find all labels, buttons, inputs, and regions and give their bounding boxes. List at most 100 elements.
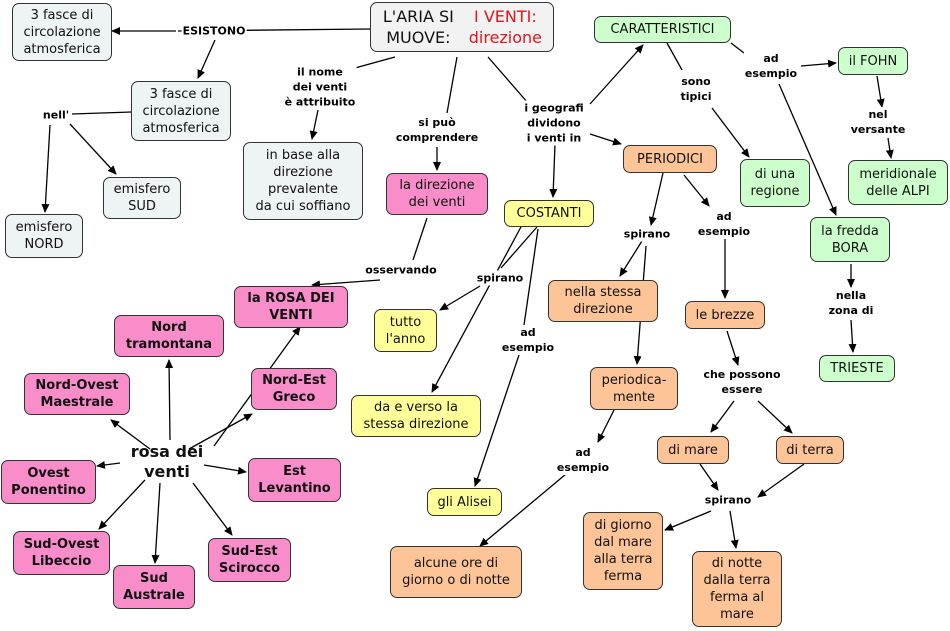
connector-line	[885, 137, 894, 159]
connector-line	[589, 44, 644, 105]
connector-line	[96, 460, 121, 469]
connector-line	[151, 482, 161, 564]
label-ad-esempio-fohn: ad esempio	[743, 51, 799, 81]
node-rosa-dei-venti[interactable]: la ROSA DEI VENTI	[234, 286, 348, 328]
connector-line	[648, 172, 664, 226]
title-line-1: L'ARIA SI MUOVE:	[382, 7, 454, 47]
connector-line	[446, 56, 458, 114]
main-title[interactable]: L'ARIA SI MUOVE: I VENTI: direzione	[370, 2, 554, 52]
connector-line	[619, 240, 643, 277]
connector-line	[876, 75, 885, 108]
node-ovest-ponentino[interactable]: Ovest Ponentino	[1, 460, 96, 504]
node-di-terra[interactable]: di terra	[776, 436, 844, 464]
node-trieste[interactable]: TRIESTE	[819, 355, 895, 382]
connector-line	[165, 359, 174, 441]
node-sud-est-scirocco[interactable]: Sud-Est Scirocco	[208, 538, 291, 582]
node-sud-australe[interactable]: Sud Australe	[113, 565, 195, 609]
title-line-2: I VENTI: direzione	[468, 7, 543, 47]
connector-line	[69, 123, 117, 175]
connector-line	[479, 473, 567, 547]
node-sud-ovest-libeccio[interactable]: Sud-Ovest Libeccio	[13, 531, 110, 575]
connector-line	[683, 174, 710, 207]
node-caratteristici[interactable]: CARATTERISTICI	[594, 16, 731, 43]
connector-line	[523, 228, 539, 326]
node-periodicamente[interactable]: periodica- mente	[590, 367, 678, 410]
connector-line	[71, 111, 132, 115]
connector-line	[110, 419, 151, 450]
node-tutto-anno[interactable]: tutto l'anno	[374, 309, 437, 352]
node-nord-est-greco[interactable]: Nord-Est Greco	[251, 368, 337, 410]
connector-line	[439, 285, 481, 311]
node-emisfero-nord[interactable]: emisfero NORD	[5, 214, 83, 258]
connector-line	[412, 217, 428, 261]
connector-line	[188, 413, 253, 450]
connector-line	[500, 226, 538, 269]
node-emisfero-sud[interactable]: emisfero SUD	[103, 177, 181, 219]
connector-line	[41, 124, 51, 213]
label-ad-esempio-periodici: ad esempio	[696, 209, 752, 239]
label-nome-attribuito: il nome dei venti è attribuito	[283, 64, 357, 110]
node-giorno-dal-mare[interactable]: di giorno dal mare alla terra ferma	[583, 512, 663, 590]
label-che-possono-essere: che possono essere	[702, 367, 782, 397]
node-il-fohn[interactable]: il FOHN	[838, 47, 908, 75]
connector-line	[848, 319, 857, 353]
node-fasce-circolazione-2[interactable]: 3 fasce di circolazione atmosferica	[131, 81, 231, 141]
connector-line	[726, 330, 740, 366]
connector-line	[473, 354, 520, 487]
connector-line	[487, 56, 529, 104]
connector-line	[699, 463, 719, 491]
connector-line	[664, 510, 712, 531]
connector-line	[192, 482, 233, 536]
label-spirano-costanti: spirano	[475, 270, 525, 286]
node-periodici[interactable]: PERIODICI	[623, 145, 717, 173]
label-spirano-periodici: spirano	[622, 226, 672, 242]
connector-line	[711, 107, 750, 158]
label-si-puo-comprendere: si può comprendere	[394, 115, 480, 145]
label-nell: nell'	[41, 107, 71, 123]
label-osservando: osservando	[364, 262, 438, 278]
connector-line	[757, 400, 793, 434]
node-costanti[interactable]: COSTANTI	[504, 200, 594, 227]
label-geografi-dividono: i geografi dividono i venti in	[523, 100, 585, 146]
node-direzione-venti[interactable]: la direzione dei venti	[386, 173, 488, 215]
label-nel-versante: nel versante	[849, 107, 907, 137]
node-gli-alisei[interactable]: gli Alisei	[427, 488, 502, 516]
label-esistono: ESISTONO	[181, 23, 247, 39]
label-ad-esempio-costanti: ad esempio	[500, 325, 556, 355]
connector-line	[729, 510, 739, 549]
node-notte-dalla-terra[interactable]: di notte dalla terra ferma al mare	[692, 551, 782, 627]
connector-line	[710, 400, 735, 433]
connector-line	[666, 42, 683, 71]
node-direzione-prevalente[interactable]: in base alla direzione prevalente da cui…	[243, 142, 363, 220]
connector-line	[309, 109, 319, 140]
node-stessa-direzione[interactable]: nella stessa direzione	[548, 280, 658, 322]
node-di-mare[interactable]: di mare	[657, 436, 729, 464]
node-rosa-center[interactable]: rosa dei venti	[130, 442, 204, 481]
connector-line	[757, 463, 805, 498]
node-le-brezze[interactable]: le brezze	[685, 301, 765, 329]
node-alcune-ore[interactable]: alcune ore di giorno o di notte	[390, 546, 522, 598]
connector-line	[597, 409, 615, 443]
node-fasce-circolazione-1[interactable]: 3 fasce di circolazione atmosferica	[12, 3, 112, 61]
connector-line	[431, 224, 523, 393]
connector-line	[589, 133, 622, 146]
connector-line	[778, 83, 837, 216]
node-meridionale-alpi[interactable]: meridionale delle ALPI	[848, 160, 948, 205]
connector-line	[197, 39, 216, 79]
label-spirano-brezze: spirano	[703, 492, 753, 508]
connector-line	[311, 279, 381, 289]
connector-line	[800, 59, 837, 68]
connector-line	[730, 42, 745, 54]
connector-line	[549, 143, 558, 198]
node-nord-tramontana[interactable]: Nord tramontana	[114, 315, 224, 357]
node-bora[interactable]: la fredda BORA	[810, 217, 890, 262]
connector-line	[98, 479, 146, 530]
label-nella-zona-di: nella zona di	[827, 288, 875, 318]
connector-line	[203, 464, 247, 475]
node-nord-ovest-maestrale[interactable]: Nord-Ovest Maestrale	[24, 373, 130, 415]
node-di-una-regione[interactable]: di una regione	[740, 159, 810, 207]
label-sono-tipici: sono tipici	[679, 74, 713, 104]
node-est-levantino[interactable]: Est Levantino	[248, 458, 341, 502]
node-da-e-verso[interactable]: da e verso la stessa direzione	[351, 395, 481, 437]
